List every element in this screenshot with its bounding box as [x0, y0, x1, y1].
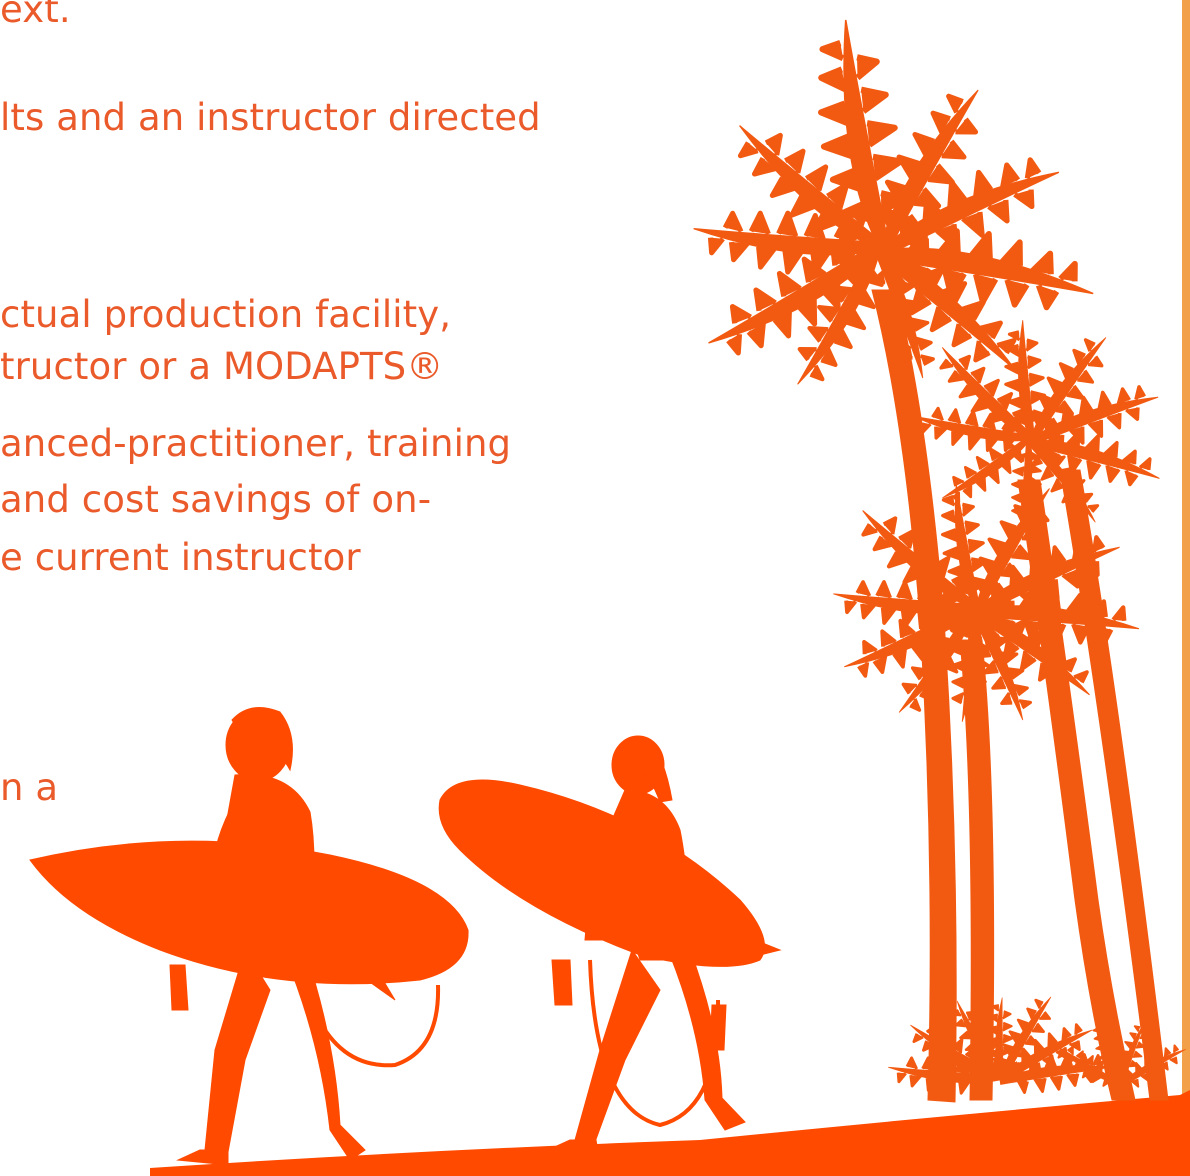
surfer-left: [29, 707, 469, 1166]
surfer-right: [438, 735, 782, 1153]
text-line-2: lts and an instructor directed: [0, 96, 541, 139]
text-line-8: n a: [0, 766, 59, 809]
page-border-right: [1182, 0, 1190, 1176]
text-line-3: ctual production facility,: [0, 293, 452, 336]
text-line-7: e current instructor: [0, 536, 361, 579]
text-line-1: ext.: [0, 0, 71, 31]
ground-shape: [150, 1090, 1190, 1176]
text-line-6: and cost savings of on-: [0, 478, 432, 521]
text-line-4: tructor or a MODAPTS®: [0, 345, 444, 388]
palm-trees: [691, 15, 1190, 1103]
text-line-5: anced-practitioner, training: [0, 422, 512, 465]
